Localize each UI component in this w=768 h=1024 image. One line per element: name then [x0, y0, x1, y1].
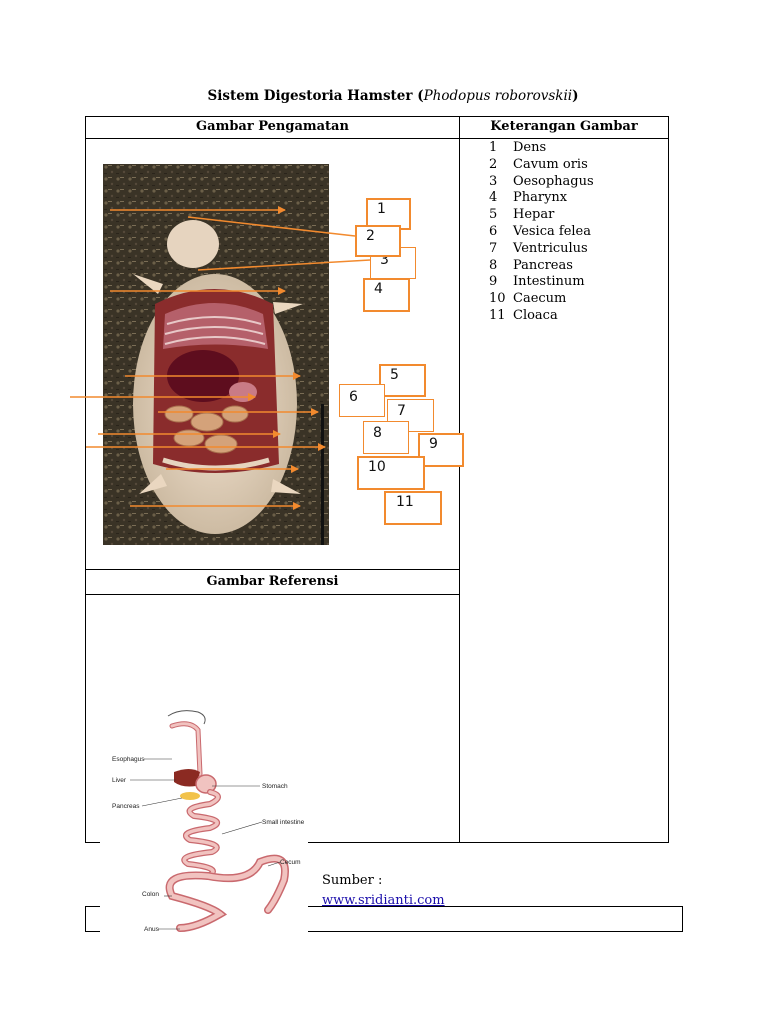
source-box-top	[85, 906, 683, 907]
photo-label-4: 4	[363, 278, 410, 312]
reference-header: Gambar Referensi	[206, 574, 339, 589]
table-left-border	[85, 116, 86, 842]
ref-label-colon: Colon	[142, 891, 159, 898]
source-link[interactable]: www.sridianti.com	[322, 893, 445, 908]
source-box-bottom	[85, 931, 683, 932]
ref-label-anus: Anus	[144, 926, 160, 933]
hamster-dissection-photo	[103, 164, 329, 545]
table-middle-border	[459, 116, 460, 842]
ref-label-esophagus: Esophagus	[112, 756, 145, 763]
reference-header-bottom-border	[85, 594, 459, 595]
document-title: Sistem Digestoria Hamster (Phodopus robo…	[207, 88, 579, 104]
table-bottom-border	[85, 842, 669, 843]
photo-label-10: 10	[357, 456, 425, 490]
ref-label-liver: Liver	[112, 777, 127, 784]
photo-label-5: 5	[379, 364, 426, 397]
photo-label-9: 9	[418, 433, 464, 467]
source-block: Sumber : www.sridianti.com	[322, 871, 445, 911]
ref-label-pancreas: Pancreas	[112, 803, 140, 810]
ref-label-stomach: Stomach	[262, 783, 288, 790]
photo-label-11: 11	[384, 491, 442, 525]
ref-label-small-intestine: Small intestine	[262, 819, 305, 826]
table-right-border	[668, 116, 669, 842]
table-top-border	[85, 116, 669, 117]
reference-header-top-border	[85, 569, 459, 570]
photo-label-2: 2	[355, 225, 401, 257]
source-box-left	[85, 906, 86, 932]
reference-digestive-diagram: Esophagus Liver Pancreas Stomach Small i…	[100, 700, 308, 940]
photo-label-6: 6	[339, 384, 385, 417]
table-header-border	[85, 138, 669, 139]
legend-header: Keterangan Gambar	[490, 119, 638, 134]
ref-label-cecum: Cecum	[280, 859, 301, 866]
source-box-right	[682, 906, 683, 932]
photo-label-8: 8	[363, 421, 409, 454]
source-label: Sumber :	[322, 873, 383, 888]
observation-header: Gambar Pengamatan	[196, 119, 349, 134]
